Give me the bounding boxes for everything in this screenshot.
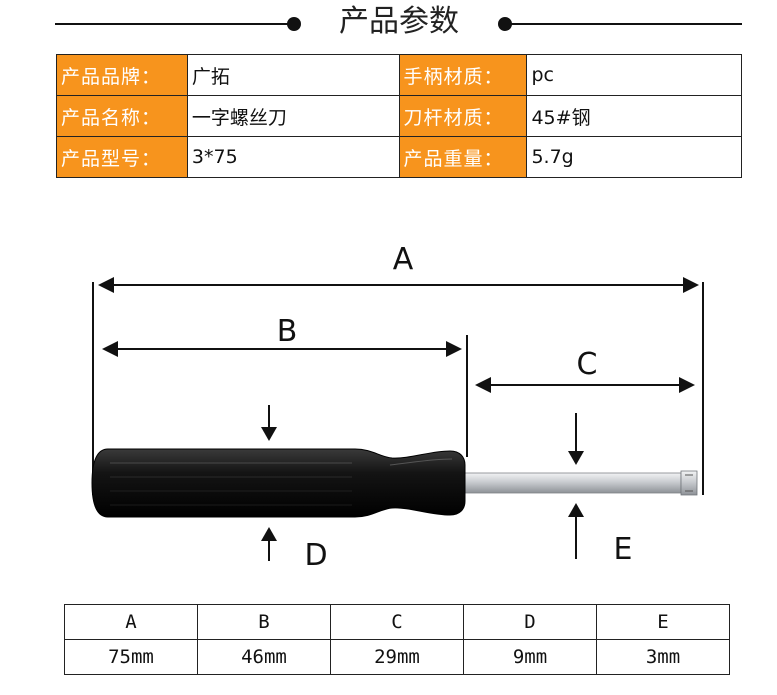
spec-value: 3*75 [186,136,400,178]
dimension-header: D [463,604,597,640]
spec-row: 产品名称： 一字螺丝刀 刀杆材质： 45#钢 [56,95,742,137]
spec-value: 5.7g [526,136,742,178]
spec-key: 产品名称： [56,95,188,137]
dimension-d: D [261,405,328,573]
label-a: A [393,242,414,277]
page-title: 产品参数 [339,4,459,39]
dimension-table: A B C D E 75mm 46mm 29mm 9mm 3mm [64,604,730,675]
label-b: B [277,314,298,349]
spec-key: 产品型号： [56,136,188,178]
header-line-right [506,23,742,25]
label-c: C [577,347,598,382]
spec-table: 产品品牌： 广拓 手柄材质： pc 产品名称： 一字螺丝刀 刀杆材质： 45#钢… [56,54,742,178]
screwdriver-shaft [462,470,698,496]
spec-row: 产品品牌： 广拓 手柄材质： pc [56,54,742,96]
spec-value: 45#钢 [526,95,742,137]
dimension-header-row: A B C D E [64,604,730,640]
dimension-value: 29mm [330,639,464,675]
spec-value: pc [526,54,742,96]
dimension-header: C [330,604,464,640]
dimension-header: E [596,604,730,640]
spec-key: 手柄材质： [398,54,528,96]
header-dot-right-icon [498,17,512,31]
dimension-e: E [568,413,632,567]
dimension-a: A [92,242,704,495]
header-dot-left-icon [287,17,301,31]
spec-row: 产品型号： 3*75 产品重量： 5.7g [56,136,742,178]
screwdriver-handle [91,448,466,518]
screwdriver-diagram: A B C D [91,242,704,573]
label-e: E [614,532,633,567]
spec-key: 产品重量： [398,136,528,178]
spec-key: 刀杆材质： [398,95,528,137]
dimension-b: B [102,314,468,457]
header-line-left [55,23,295,25]
dimension-value: 9mm [463,639,597,675]
dimension-c: C [475,347,695,393]
spec-value: 一字螺丝刀 [186,95,400,137]
spec-key: 产品品牌： [56,54,188,96]
dimension-header: A [64,604,198,640]
dimension-header: B [197,604,331,640]
dimension-value-row: 75mm 46mm 29mm 9mm 3mm [64,639,730,675]
dimension-value: 3mm [596,639,730,675]
dimension-value: 46mm [197,639,331,675]
label-d: D [304,538,327,573]
spec-value: 广拓 [186,54,400,96]
dimension-value: 75mm [64,639,198,675]
